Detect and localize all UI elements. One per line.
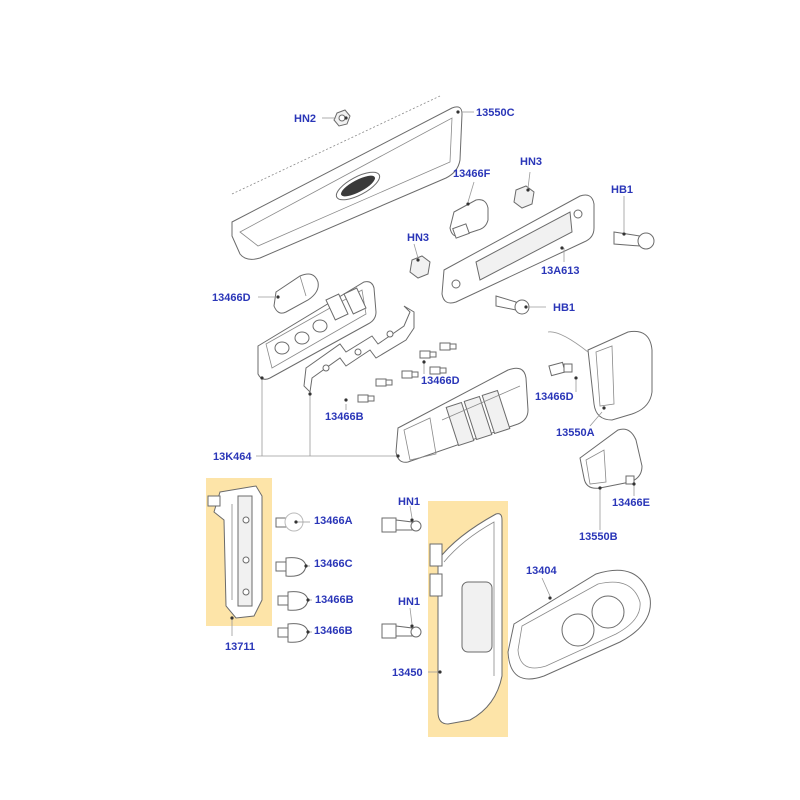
label-13a613: 13A613 — [541, 265, 580, 277]
label-hn1-top: HN1 — [398, 496, 420, 508]
nut-hn1-bottom — [381, 623, 422, 639]
label-13450: 13450 — [392, 667, 423, 679]
tail-lamp-13450 — [429, 513, 503, 725]
bulb-13466a — [275, 512, 304, 532]
label-13466b-mid: 13466B — [325, 411, 364, 423]
bulb-13466d-right — [548, 361, 573, 377]
label-hn3-mid: HN3 — [407, 232, 429, 244]
label-13711: 13711 — [225, 641, 255, 653]
screw-hb1-mid — [495, 295, 530, 315]
bulb-13466c — [275, 557, 307, 577]
label-hn3-top: HN3 — [520, 156, 542, 168]
bulb-holder-plate — [257, 281, 377, 380]
label-hn2: HN2 — [294, 113, 316, 125]
label-13550a: 13550A — [556, 427, 595, 439]
label-hb1-top: HB1 — [611, 184, 633, 196]
bulb-13466d — [273, 273, 319, 314]
label-13466d-left: 13466D — [212, 292, 251, 304]
bulb-13466f — [449, 199, 489, 239]
label-13550c: 13550C — [476, 107, 515, 119]
label-13466f: 13466F — [453, 168, 491, 180]
label-hb1-mid: HB1 — [553, 302, 575, 314]
label-hn1-bottom: HN1 — [398, 596, 420, 608]
label-13k464: 13K464 — [213, 451, 252, 463]
lamp-13404 — [507, 569, 651, 680]
label-13466a: 13466A — [314, 515, 353, 527]
bulb-holder-13711 — [207, 485, 263, 619]
nut-hn2 — [333, 109, 351, 127]
bulb-13466b-b — [277, 623, 309, 643]
label-13466b-2: 13466B — [314, 625, 353, 637]
label-13466d-right: 13466D — [535, 391, 574, 403]
screw-hb1-top — [613, 231, 655, 250]
label-13404: 13404 — [526, 565, 557, 577]
gasket — [303, 305, 415, 394]
part-labels: HN2 13550C 13466F HN3 HB1 HN3 13A613 134… — [212, 107, 650, 679]
tail-lamp-13k464 — [395, 367, 529, 463]
trim-panel-13550c — [231, 95, 463, 260]
lamp-13550b — [579, 428, 643, 489]
bulb-13466b-a — [277, 591, 309, 611]
label-13466b-1: 13466B — [315, 594, 354, 606]
label-13466c: 13466C — [314, 558, 353, 570]
leader-lines — [231, 111, 635, 673]
label-13466e: 13466E — [612, 497, 650, 509]
leader-dots — [230, 110, 636, 674]
nut-hn3-mid — [409, 255, 431, 279]
bulbs-13466b-group — [357, 370, 419, 403]
bulbs-13466d-group — [419, 342, 457, 375]
label-13550b: 13550B — [579, 531, 618, 543]
nut-hn3-top — [513, 185, 535, 209]
bulb-13466e — [625, 475, 635, 485]
lamp-housing-13550a — [547, 330, 653, 421]
label-13466d-mid: 13466D — [421, 375, 460, 387]
nut-hn1-top — [381, 517, 422, 533]
brake-light-13a613 — [441, 194, 595, 304]
